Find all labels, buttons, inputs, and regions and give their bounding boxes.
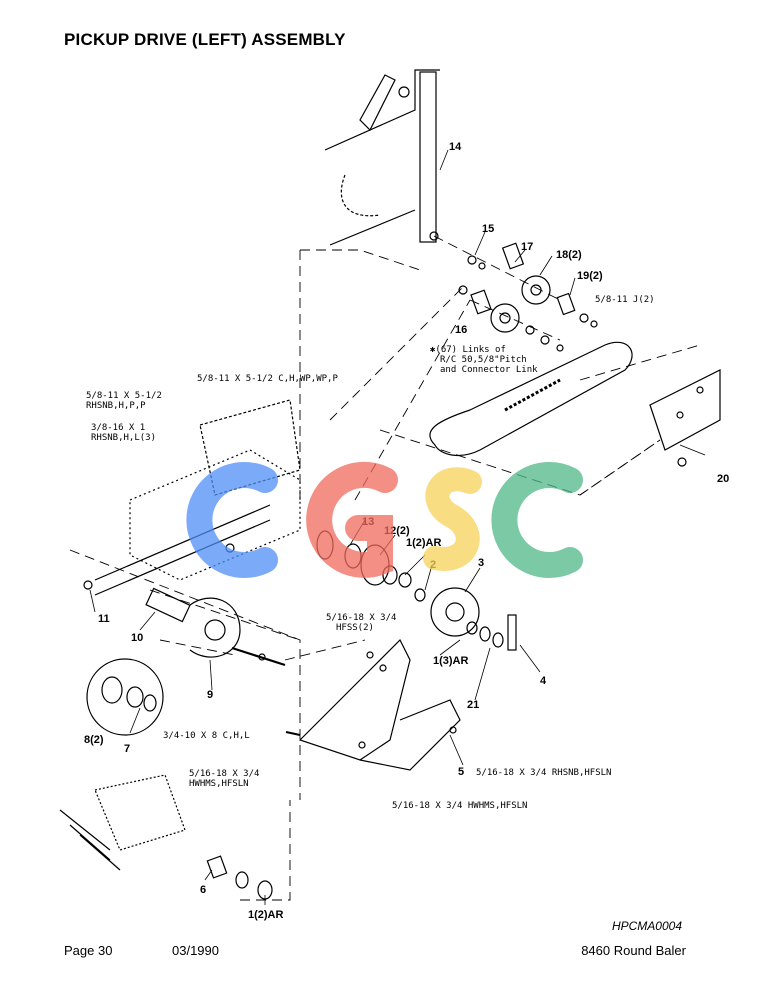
frame-lower-edge bbox=[329, 209, 416, 246]
shield-5 bbox=[298, 638, 411, 761]
callout-3: 3 bbox=[478, 557, 484, 569]
hardware-label-screw-d: 5/16-18 X 3/4 HWHMS,HFSLN bbox=[392, 801, 527, 811]
key-4 bbox=[507, 614, 517, 651]
hardware-label-screw-b1: 5/16-18 X 3/4 bbox=[189, 769, 259, 779]
callout-11: 11 bbox=[98, 613, 110, 625]
bearing-8 bbox=[101, 676, 123, 704]
callout-1-third: 1(2)AR bbox=[248, 909, 284, 921]
footer-page: Page 30 bbox=[64, 943, 113, 958]
frame-cutout bbox=[340, 174, 381, 217]
bolt-11 bbox=[83, 580, 93, 590]
document-id: HPCMA0004 bbox=[611, 919, 682, 933]
footer-date: 03/1990 bbox=[172, 943, 219, 958]
hardware-label-bolt-d: 3/4-10 X 8 C,H,L bbox=[163, 731, 250, 741]
callout-21: 21 bbox=[467, 699, 479, 711]
watermark-letter-c2 bbox=[491, 462, 583, 578]
chain-note-line1: ✱(67) Links of bbox=[430, 345, 506, 355]
arm-lower-hole bbox=[429, 231, 439, 241]
spacer-19 bbox=[556, 292, 576, 316]
callout-10: 10 bbox=[131, 632, 143, 644]
sprocket-9 bbox=[189, 597, 241, 658]
roller-chain bbox=[429, 341, 633, 457]
callout-9: 9 bbox=[207, 689, 213, 701]
callout-15: 15 bbox=[482, 223, 494, 235]
callout-1-first: 1(2)AR bbox=[406, 537, 442, 549]
hardware-label-bolt-a: 5/8-11 X 5-1/2 C,H,WP,WP,P bbox=[197, 374, 338, 384]
sprocket-3 bbox=[430, 587, 480, 637]
arm-pivot bbox=[398, 86, 410, 98]
callout-18: 18(2) bbox=[556, 249, 582, 261]
spacer-16 bbox=[470, 289, 492, 315]
drive-arm bbox=[419, 71, 437, 243]
hardware-label-bolt-b1: 5/8-11 X 5-1/2 bbox=[86, 391, 162, 401]
callout-6: 6 bbox=[200, 884, 206, 896]
hardware-label-nut: 5/8-11 J(2) bbox=[595, 295, 655, 305]
callout-19: 19(2) bbox=[577, 270, 603, 282]
callout-5: 5 bbox=[458, 766, 464, 778]
callout-1-second: 1(3)AR bbox=[433, 655, 469, 667]
hardware-label-bolt-b2: RHSNB,H,P,P bbox=[86, 401, 146, 411]
callout-16: 16 bbox=[455, 324, 467, 336]
callout-7: 7 bbox=[124, 743, 130, 755]
sprocket-16 bbox=[490, 303, 520, 333]
watermark-letter-s bbox=[423, 467, 482, 571]
upper-bracket bbox=[359, 74, 396, 132]
frame-outline bbox=[324, 69, 440, 151]
hardware-label-screw-c: 5/16-18 X 3/4 RHSNB,HFSLN bbox=[476, 768, 611, 778]
main-shaft-lower bbox=[94, 519, 271, 596]
page-title: PICKUP DRIVE (LEFT) ASSEMBLY bbox=[64, 30, 346, 49]
chain-note-line2: R/C 50,5/8"Pitch bbox=[440, 355, 527, 365]
hardware-label-screw-b2: HWHMS,HFSLN bbox=[189, 779, 249, 789]
chain-note-line3: and Connector Link bbox=[440, 365, 538, 375]
idler-plate bbox=[649, 369, 721, 451]
callout-14: 14 bbox=[449, 141, 462, 153]
watermark-letter-c1 bbox=[186, 462, 278, 578]
bearing-detail-circle bbox=[86, 658, 164, 736]
pickup-reel-end bbox=[94, 774, 186, 851]
sprocket-18 bbox=[521, 275, 551, 305]
pickup-housing bbox=[129, 449, 301, 581]
callout-20: 20 bbox=[717, 473, 729, 485]
hardware-label-screw-a2: HFSS(2) bbox=[336, 623, 374, 633]
snap-ring-7 bbox=[143, 694, 157, 712]
hardware-label-bolt-c1: 3/8-16 X 1 bbox=[91, 423, 145, 433]
hardware-label-screw-a1: 5/16-18 X 3/4 bbox=[326, 613, 396, 623]
watermark-letter-g bbox=[306, 461, 398, 578]
spacer-17 bbox=[501, 242, 525, 270]
spacer-10 bbox=[145, 587, 191, 623]
callout-4: 4 bbox=[540, 675, 547, 687]
main-shaft-upper bbox=[94, 504, 271, 581]
bracket-plate bbox=[199, 399, 301, 496]
bushing-6 bbox=[206, 855, 228, 879]
callout-8: 8(2) bbox=[84, 734, 104, 746]
callout-17: 17 bbox=[521, 241, 533, 253]
washer-2 bbox=[414, 588, 426, 602]
watermark-logo bbox=[186, 461, 583, 578]
footer-product: 8460 Round Baler bbox=[581, 943, 686, 958]
hardware-label-bolt-c2: RHSNB,H,L(3) bbox=[91, 433, 156, 443]
